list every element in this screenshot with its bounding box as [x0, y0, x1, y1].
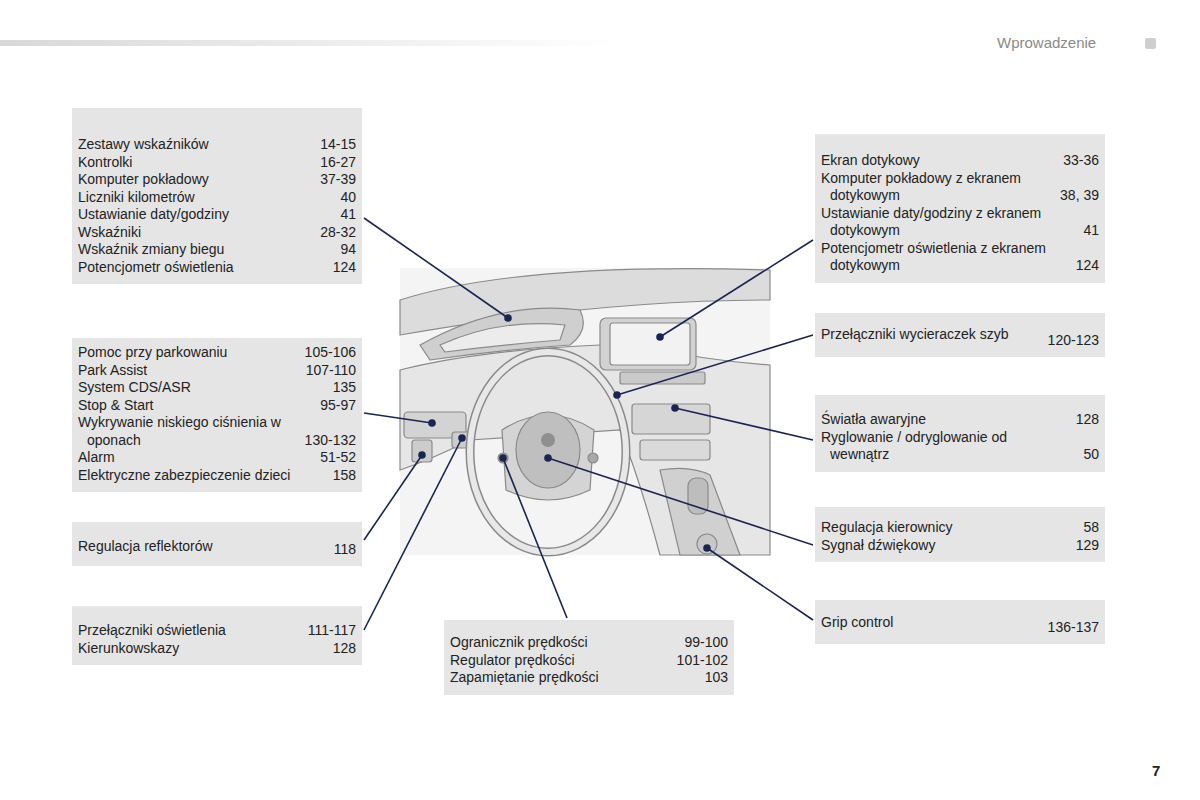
callout-box: Regulacja kierownicy 58Sygnał dźwiękowy 12… [815, 507, 1105, 562]
page-number: 95-97 [305, 397, 356, 415]
item-name: Kontrolki [78, 154, 312, 172]
item-name: Alarm [78, 449, 297, 467]
item-name: Ustawianie daty/godziny [78, 206, 312, 224]
item-name: Zapamiętanie prędkości [450, 669, 669, 687]
page-number: 158 [305, 467, 356, 485]
leader-lines [364, 218, 813, 630]
page-number: 51-52 [305, 449, 356, 467]
page-number: 16-27 [320, 154, 356, 172]
page-number: 33-36 [1060, 152, 1099, 170]
item-name: Regulacja kierownicy [821, 519, 1068, 537]
item-name: Ogranicznik prędkości [450, 634, 669, 652]
page-number: 129 [1076, 537, 1099, 555]
header-bar [0, 40, 620, 46]
item-name: System CDS/ASR [78, 379, 297, 397]
page-number: 7 [1152, 762, 1160, 779]
page-number: 40 [320, 189, 356, 207]
page-number: 111-117 [308, 622, 356, 640]
item-name: Ryglowanie / odryglowanie od wewnątrz [821, 429, 1068, 464]
item-name: Ustawianie daty/godziny z ekranem dotyko… [821, 205, 1052, 240]
header-square [1145, 38, 1156, 49]
page-number: 124 [320, 259, 356, 277]
page-number: 38, 39 [1060, 187, 1099, 205]
callout-box: Regulacja reflektorów 118 [72, 522, 362, 566]
item-name: Wskaźniki [78, 224, 312, 242]
page-number: 28-32 [320, 224, 356, 242]
item-name: Grip control [821, 614, 1040, 636]
page-number: 103 [677, 669, 728, 687]
callout-box: Światła awaryjne 128Ryglowanie / odryglow… [815, 395, 1105, 472]
page-number: 50 [1076, 446, 1099, 464]
page-number: 14-15 [320, 136, 356, 154]
item-name: Regulator prędkości [450, 652, 669, 670]
item-name: Potencjometr oświetlenia [78, 259, 312, 277]
page-number: 120-123 [1048, 332, 1099, 350]
item-name: Regulacja reflektorów [78, 538, 326, 558]
page-number: 101-102 [677, 652, 728, 670]
page-number: 41 [1060, 222, 1099, 240]
item-name: Komputer pokładowy z ekranem dotykowym [821, 170, 1052, 205]
page-number: 107-110 [305, 362, 356, 380]
page-number: 105-106 [305, 344, 356, 362]
page-number: 118 [334, 541, 356, 559]
page-number: 124 [1060, 257, 1099, 275]
page-number: 37-39 [320, 171, 356, 189]
callout-box: Zestawy wskaźników 14-15Kontrolki 16-27Kom… [72, 108, 362, 284]
item-name: Przełączniki wycieraczek szyb [821, 326, 1040, 349]
item-name: Wskaźnik zmiany biegu [78, 241, 312, 259]
item-name: Pomoc przy parkowaniu [78, 344, 297, 362]
item-name: Ekran dotykowy [821, 152, 1052, 170]
page-number: 130-132 [305, 432, 356, 450]
item-name: Park Assist [78, 362, 297, 380]
page-number: 99-100 [677, 634, 728, 652]
page-number: 58 [1076, 519, 1099, 537]
item-name: Światła awaryjne [821, 411, 1068, 429]
item-name: Kierunkowskazy [78, 640, 300, 658]
item-name: Liczniki kilometrów [78, 189, 312, 207]
item-name: Sygnał dźwiękowy [821, 537, 1068, 555]
callout-box: Ekran dotykowy 33-36Komputer pokładowy z … [815, 134, 1105, 283]
item-name: Zestawy wskaźników [78, 136, 312, 154]
callout-box: Pomoc przy parkowaniu 105-106Park Assist 1… [72, 338, 362, 492]
item-name: Stop & Start [78, 397, 297, 415]
item-name: Wykrywanie niskiego ciśnienia w oponach [78, 414, 297, 449]
running-header: Wprowadzenie [997, 34, 1096, 51]
page-number: 136-137 [1048, 619, 1099, 637]
page-number: 135 [305, 379, 356, 397]
item-name: Potencjometr oświetlenia z ekranem dotyk… [821, 240, 1052, 275]
callout-box: Grip control 136-137 [815, 600, 1105, 644]
callout-box: Przełączniki oświetlenia 111-117Kierunkow… [72, 606, 362, 665]
page-number: 128 [308, 640, 356, 658]
callout-box: Przełączniki wycieraczek szyb 120-123 [815, 313, 1105, 357]
item-name: Elektryczne zabezpieczenie dzieci [78, 467, 297, 485]
item-name: Przełączniki oświetlenia [78, 622, 300, 640]
page-number: 94 [320, 241, 356, 259]
callout-box: Ogranicznik prędkości 99-100Regulator prę… [444, 620, 734, 695]
page-number: 128 [1076, 411, 1099, 429]
page-number: 41 [320, 206, 356, 224]
item-name: Komputer pokładowy [78, 171, 312, 189]
